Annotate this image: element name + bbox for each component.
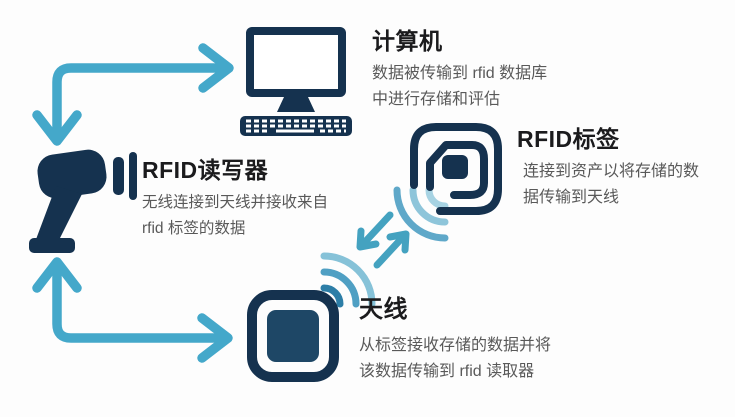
tag-title: RFID标签	[517, 126, 620, 152]
computer-description: 数据被传输到 rfid 数据库 中进行存储和评估	[372, 65, 548, 108]
arrow-antenna-to-tag	[373, 230, 410, 269]
antenna-title: 天线	[359, 296, 408, 323]
tag-signal-waves-icon	[393, 186, 449, 242]
reader-title: RFID读写器	[142, 157, 269, 183]
tag-label-block: RFID标签 连接到资产以将存储的数 据传输到天线	[517, 124, 699, 211]
reader-description: 无线连接到天线并接收来自 rfid 标签的数据	[142, 194, 329, 237]
antenna-label-block: 天线 从标签接收存储的数据并将 该数据传输到 rfid 读取器	[359, 295, 551, 385]
reader-label-block: RFID读写器 无线连接到天线并接收来自 rfid 标签的数据	[142, 155, 328, 242]
antenna-icon	[247, 290, 339, 382]
computer-title: 计算机	[372, 28, 443, 54]
arrow-reader-computer	[32, 43, 234, 146]
tag-description: 连接到资产以将存储的数 据传输到天线	[523, 163, 700, 206]
rfid-reader-icon	[22, 142, 140, 268]
arrow-reader-antenna	[32, 257, 233, 363]
arrow-tag-to-antenna	[356, 211, 394, 251]
antenna-description: 从标签接收存储的数据并将 该数据传输到 rfid 读取器	[359, 337, 552, 380]
computer-icon	[240, 27, 352, 137]
computer-label-block: 计算机 数据被传输到 rfid 数据库 中进行存储和评估	[372, 26, 547, 113]
rfid-tag-icon	[410, 123, 502, 215]
antenna-signal-waves-icon	[320, 252, 376, 308]
